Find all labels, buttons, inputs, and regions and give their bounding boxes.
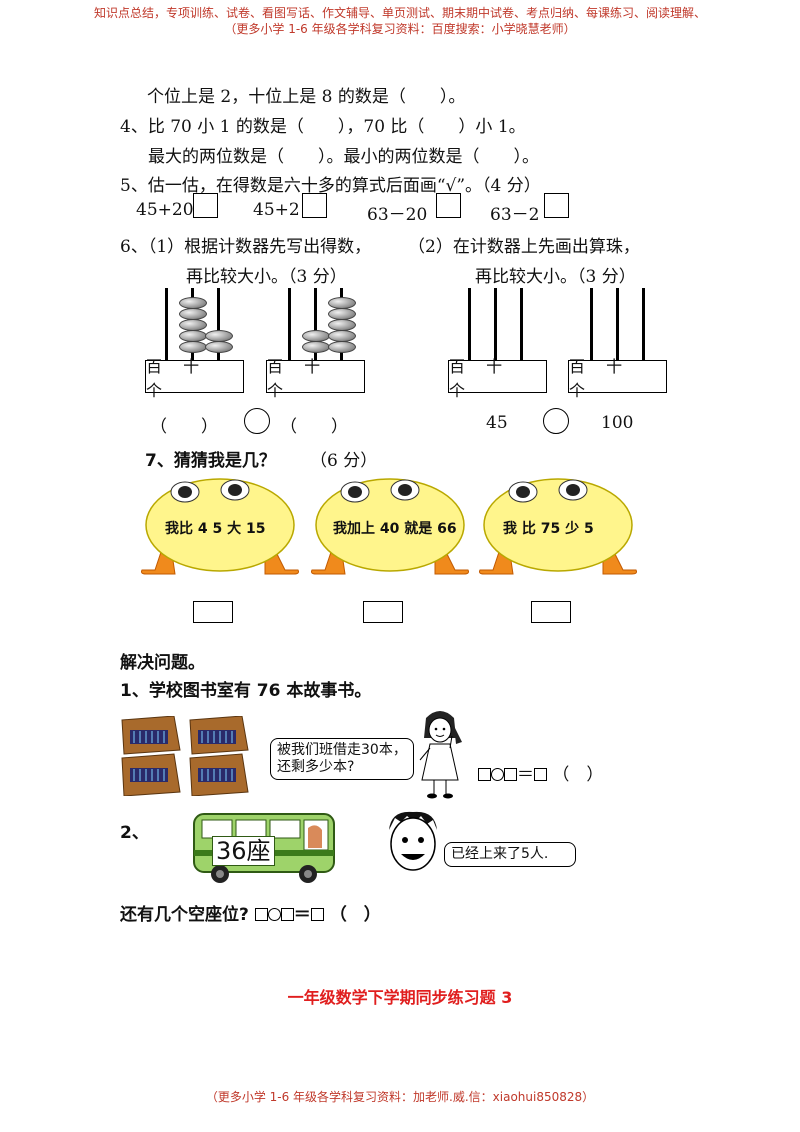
abacus-label: 百 十 个 — [448, 357, 547, 400]
abacus-rod — [217, 288, 220, 360]
q7-answer-box-1[interactable] — [193, 601, 233, 623]
q5-item-2: 45+2 — [253, 200, 300, 220]
equation-1-paren: （ ） — [552, 765, 604, 785]
problem-2-question: 还有几个空座位? ＝ （ ） — [120, 905, 381, 925]
speech-bubble-1: 被我们班借走30本， 还剩多少本? — [270, 738, 414, 780]
problem-2-question-text: 还有几个空座位? — [120, 905, 249, 925]
creature-illustration — [479, 478, 637, 575]
q6-line-1b: （2）在计数器上先画出算珠， — [408, 237, 640, 257]
abacus-rod — [616, 288, 619, 360]
blank-circle[interactable] — [267, 908, 281, 921]
bubble-1-line-1: 被我们班借走30本， — [277, 742, 407, 758]
q4-line-1: 4、比 70 小 1 的数是（ ），70 比（ ）小 1。 — [120, 117, 526, 137]
boy-illustration — [389, 811, 437, 871]
blank-circle[interactable] — [491, 768, 504, 781]
q6-answer-blank-2[interactable]: （ ） — [280, 417, 348, 437]
q7-answer-box-2[interactable] — [363, 601, 403, 623]
blank-square[interactable] — [534, 768, 547, 781]
equation-2-paren: （ ） — [329, 905, 381, 925]
header-line-1: 知识点总结，专项训练、试卷、看图写话、作文辅导、单页测试、期末期中试卷、考点归纳… — [93, 6, 706, 20]
bubble-1-line-2: 还剩多少本? — [277, 759, 355, 775]
abacus-bead — [205, 341, 233, 353]
q6-answer-blank-1[interactable]: （ ） — [150, 417, 218, 437]
abacus-label: 百 十 个 — [145, 357, 244, 400]
next-section-title: 一年级数学下学期同步练习题 3 — [287, 988, 513, 1007]
abacus-rod — [642, 288, 645, 360]
abacus-rod — [165, 288, 168, 360]
creature-illustration — [311, 478, 469, 575]
blank-square[interactable] — [280, 908, 294, 921]
creature-illustration — [141, 478, 299, 575]
bubble-2-text: 已经上来了5人. — [451, 846, 549, 862]
footer: （更多小学 1-6 年级各学科复习资料：加老师.威.信：xiaohui85082… — [205, 1090, 595, 1104]
q5-item-4: 63－2 — [490, 205, 540, 225]
girl-illustration — [419, 711, 462, 799]
q5-answer-box-2[interactable] — [302, 193, 327, 218]
q7-title: 7、猜猜我是几？ — [145, 451, 276, 471]
bus-sign: 36座 — [212, 836, 275, 866]
q6-number-b: 100 — [601, 413, 634, 433]
abacus-bead — [328, 341, 356, 353]
q7-answer-box-3[interactable] — [531, 601, 571, 623]
q5-answer-box-1[interactable] — [193, 193, 218, 218]
speech-bubble-2: 已经上来了5人. — [444, 842, 576, 867]
solve-title: 解决问题。 — [120, 653, 205, 673]
riddle-text-3: 我 比 75 少 5 — [503, 521, 594, 537]
abacus-rod — [314, 288, 317, 360]
q3-tail: 个位上是 2，十位上是 8 的数是（ ）。 — [147, 87, 466, 107]
q6-sub-1: 再比较大小。（3 分） — [186, 267, 347, 287]
q5-item-1: 45+20 — [136, 200, 194, 220]
compare-circle-2[interactable] — [543, 408, 569, 434]
abacus-rod — [590, 288, 593, 360]
header-line-2: （更多小学 1-6 年级各学科复习资料：百度搜索：小学晓慧老师） — [224, 22, 576, 36]
riddle-text-2: 我加上 40 就是 66 — [333, 521, 457, 537]
q7-score: （6 分） — [310, 451, 378, 471]
abacus-label: 百 十 个 — [266, 357, 365, 400]
blank-square[interactable] — [478, 768, 491, 781]
equation-1[interactable]: ＝ （ ） — [478, 760, 603, 785]
abacus-rod — [288, 288, 291, 360]
compare-circle-1[interactable] — [244, 408, 270, 434]
solve-problem-1: 1、学校图书室有 76 本故事书。 — [120, 681, 372, 701]
q5-item-3: 63－20 — [367, 205, 428, 225]
blank-square[interactable] — [254, 908, 268, 921]
riddle-text-1: 我比 4 5 大 15 — [165, 521, 266, 537]
abacus-label: 百 十 个 — [568, 357, 667, 400]
blank-square[interactable] — [310, 908, 324, 921]
abacus-rod — [520, 288, 523, 360]
abacus-bead — [179, 341, 207, 353]
abacus-bead — [302, 341, 330, 353]
q6-sub-2: 再比较大小。（3 分） — [475, 267, 636, 287]
q5-title: 5、估一估，在得数是六十多的算式后面画“√”。（4 分） — [120, 176, 541, 196]
abacus-rod — [494, 288, 497, 360]
q6-line-1: 6、（1）根据计数器先写出得数， — [120, 237, 372, 257]
q4-line-2: 最大的两位数是（ ）。最小的两位数是（ ）。 — [148, 147, 539, 167]
blank-square[interactable] — [504, 768, 517, 781]
bookshelf-illustration — [121, 716, 249, 796]
q5-answer-box-4[interactable] — [544, 193, 569, 218]
q5-answer-box-3[interactable] — [436, 193, 461, 218]
abacus-rod — [468, 288, 471, 360]
q6-number-a: 45 — [486, 413, 508, 433]
solve-problem-2: 2、 — [120, 823, 149, 843]
